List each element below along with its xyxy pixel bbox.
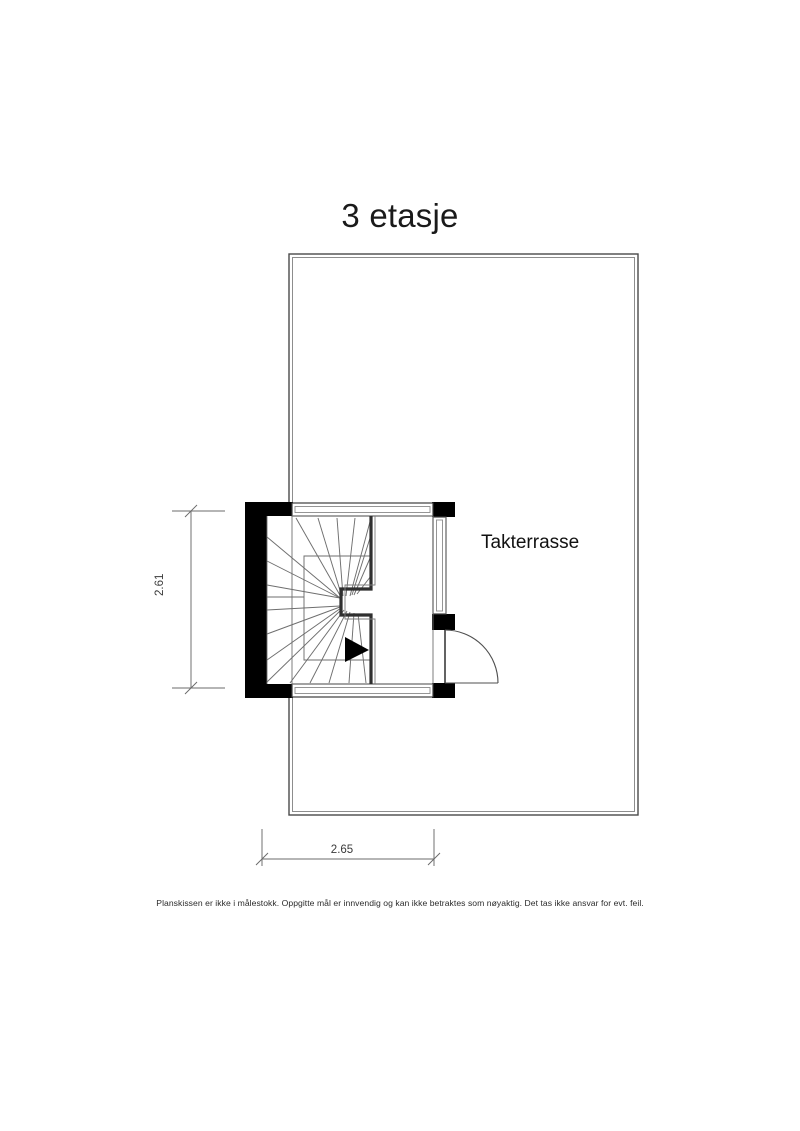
- dimension-vertical: [172, 504, 225, 695]
- stair-enclosure: [245, 502, 499, 698]
- dimension-label-vertical: 2.61: [154, 573, 166, 596]
- wall-top-left-stub: [245, 502, 293, 516]
- wall-left-solid: [245, 502, 267, 698]
- interior-wall-lines: [266, 515, 447, 685]
- window-bottom: [291, 683, 434, 698]
- pier-mid-right: [432, 614, 455, 630]
- dimension-label-horizontal: 2.65: [330, 844, 354, 856]
- window-top: [291, 502, 434, 517]
- pier-bottom-right: [432, 683, 455, 698]
- stair-railing: [339, 516, 376, 684]
- door-to-terrace: [444, 629, 499, 684]
- wall-bottom-left-stub: [245, 684, 293, 698]
- disclaimer-text: Planskissen er ikke i målestokk. Oppgitt…: [156, 898, 644, 908]
- pier-top-right: [432, 502, 455, 517]
- page-title: 3 etasje: [341, 197, 459, 234]
- window-right: [432, 516, 447, 615]
- stair-direction-arrow: [345, 637, 369, 662]
- room-label-takterrasse: Takterrasse: [481, 532, 580, 553]
- dimension-horizontal: [255, 829, 441, 866]
- door-swing-arc: [444, 629, 499, 684]
